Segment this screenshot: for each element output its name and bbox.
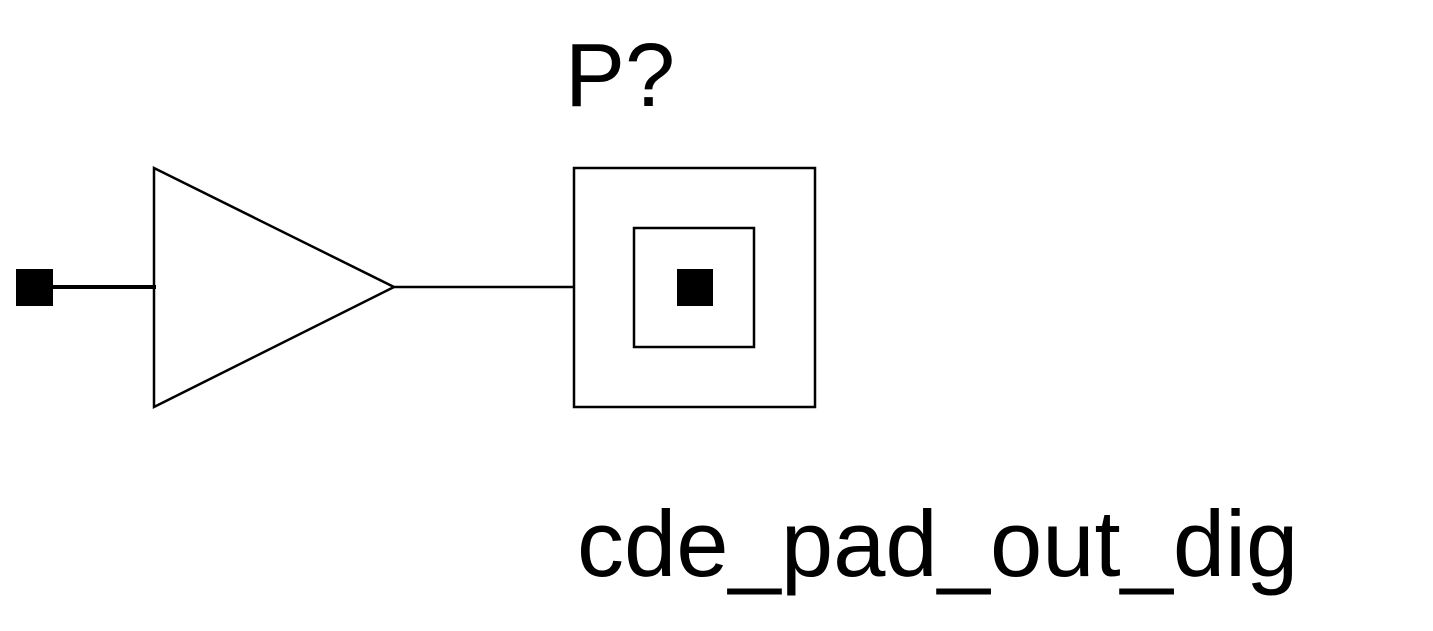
input-pin-icon[interactable]: [16, 269, 53, 306]
reference-designator-label: P?: [565, 26, 675, 126]
pad-inner-box: [632, 226, 756, 349]
buffer-triangle-icon: [152, 165, 397, 410]
bond-pad-icon: [677, 269, 713, 306]
pad-outer-box: [572, 166, 817, 409]
cell-name-label: cde_pad_out_dig: [577, 491, 1298, 596]
